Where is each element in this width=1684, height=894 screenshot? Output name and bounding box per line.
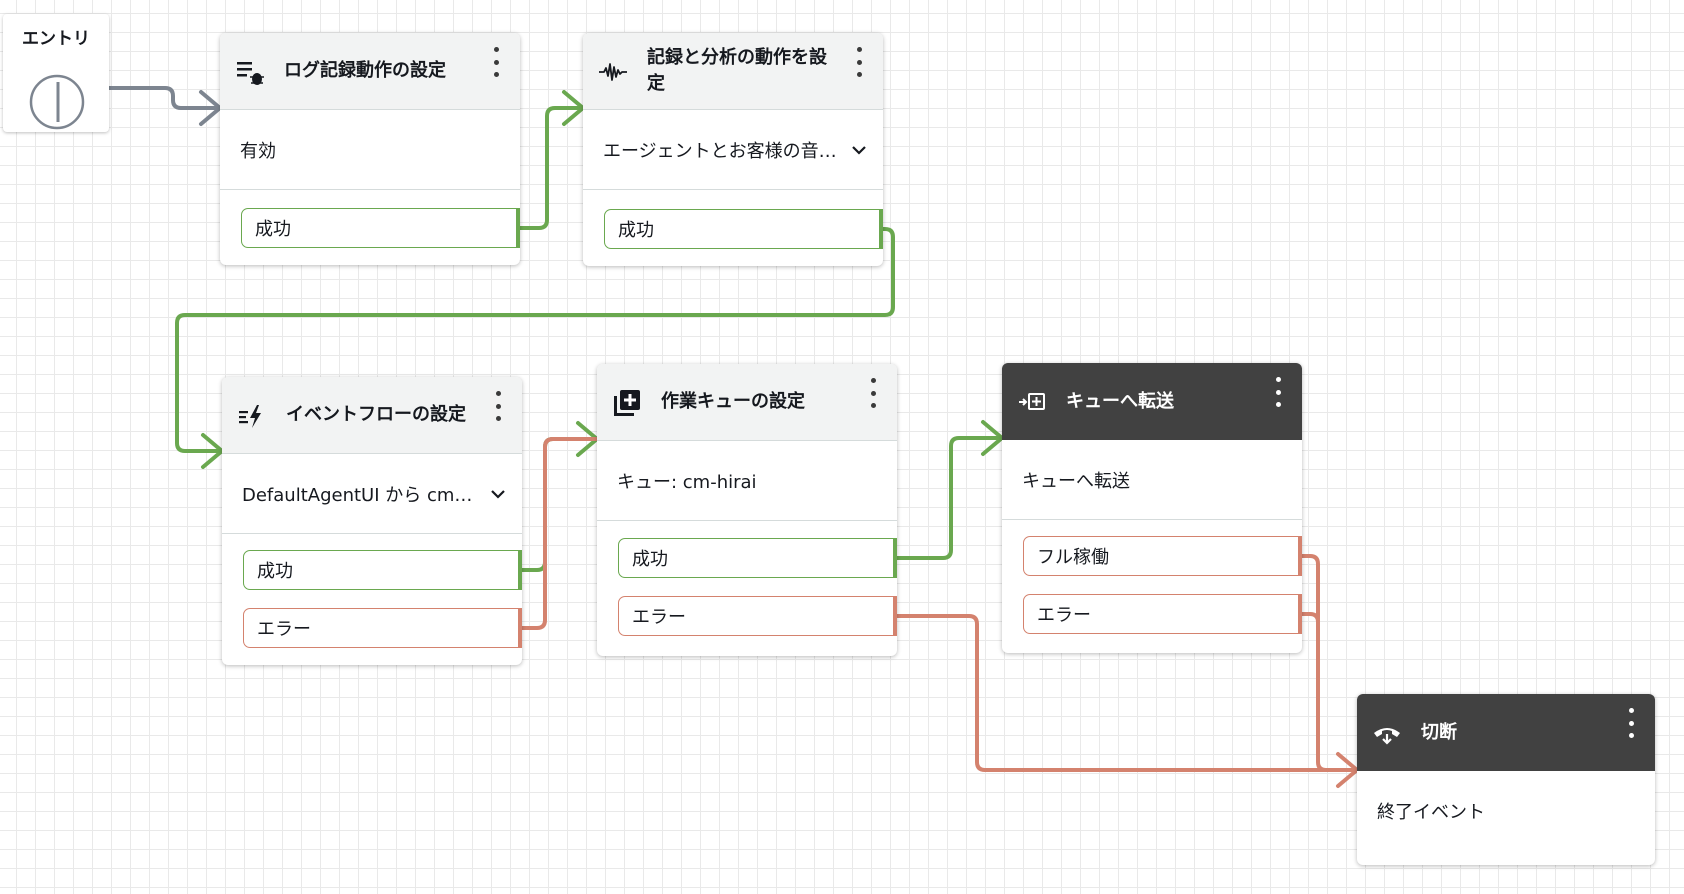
block-body[interactable]: エージェントとお客様の音声録音およびContact Lens分析 — [583, 110, 883, 190]
block-header: キューへ転送 — [1002, 363, 1302, 440]
block-value: キュー: cm-hirai — [617, 471, 757, 493]
chevron-down-icon[interactable] — [851, 145, 867, 155]
branch-success[interactable]: 成功 — [604, 209, 883, 249]
wire-transfer-error — [1302, 612, 1320, 762]
transfer-icon — [1019, 393, 1045, 410]
wire-logging-success — [520, 106, 583, 230]
wire-recording-success — [175, 227, 895, 453]
event-flow-icon — [239, 405, 261, 428]
block-header: 作業キューの設定 — [597, 364, 897, 441]
branch-label: フル稼働 — [1037, 547, 1109, 568]
branch-success[interactable]: 成功 — [243, 550, 522, 590]
wire-eventflow-success — [522, 437, 597, 572]
block-header: ログ記録動作の設定 — [220, 33, 520, 110]
entry-point-icon — [29, 74, 85, 130]
block-value: エージェントとお客様の音声録音およびContact Lens分析 — [603, 140, 837, 162]
block-header: イベントフローの設定 — [222, 377, 522, 454]
block-menu-icon[interactable] — [867, 378, 879, 408]
block-event-flow[interactable]: イベントフローの設定 DefaultAgentUI から cm-hirai 成功… — [222, 377, 522, 665]
block-body: 有効 — [220, 110, 520, 190]
block-body: キュー: cm-hirai — [597, 441, 897, 521]
block-menu-icon[interactable] — [853, 47, 865, 77]
wire-transfer-atcapacity — [1302, 554, 1357, 772]
branch-error[interactable]: エラー — [243, 608, 522, 648]
block-title: 作業キューの設定 — [661, 391, 805, 412]
block-body: キューへ転送 — [1002, 440, 1302, 520]
block-menu-icon[interactable] — [1625, 708, 1637, 738]
block-body: 終了イベント — [1357, 771, 1655, 851]
block-logging-behavior[interactable]: ログ記録動作の設定 有効 成功 — [220, 33, 520, 265]
branch-success[interactable]: 成功 — [618, 538, 897, 578]
block-disconnect[interactable]: 切断 終了イベント — [1357, 694, 1655, 865]
block-value: 有効 — [240, 140, 276, 162]
wire-entry-to-logging — [82, 86, 220, 110]
branch-label: 成功 — [632, 549, 668, 570]
branch-success[interactable]: 成功 — [241, 208, 520, 248]
wire-workingqueue-success — [897, 436, 1002, 560]
block-menu-icon[interactable] — [490, 47, 502, 77]
branch-at-capacity[interactable]: フル稼働 — [1023, 536, 1302, 576]
block-recording-analytics[interactable]: 記録と分析の動作を設定 エージェントとお客様の音声録音およびContact Le… — [583, 33, 883, 266]
block-value: DefaultAgentUI から cm-hirai — [242, 484, 476, 506]
block-menu-icon[interactable] — [492, 391, 504, 421]
branch-error[interactable]: エラー — [1023, 594, 1302, 634]
block-working-queue[interactable]: 作業キューの設定 キュー: cm-hirai 成功 エラー — [597, 364, 897, 656]
block-title: 記録と分析の動作を設定 — [647, 47, 827, 94]
wire-eventflow-error — [522, 437, 597, 630]
branch-label: エラー — [632, 607, 686, 628]
block-transfer-to-queue[interactable]: キューへ転送 キューへ転送 フル稼働 エラー — [1002, 363, 1302, 653]
block-title: ログ記録動作の設定 — [284, 60, 446, 81]
entry-title: エントリ — [22, 29, 90, 49]
block-body[interactable]: DefaultAgentUI から cm-hirai — [222, 454, 522, 534]
block-value: 終了イベント — [1377, 802, 1485, 823]
block-title: キューへ転送 — [1066, 390, 1174, 412]
audio-wave-icon — [599, 63, 627, 81]
branch-label: 成功 — [618, 220, 654, 241]
log-settings-icon — [237, 62, 264, 85]
queue-add-icon — [614, 390, 640, 416]
wire-workingqueue-error — [897, 614, 1357, 772]
chevron-down-icon[interactable] — [490, 489, 506, 499]
branch-error[interactable]: エラー — [618, 596, 897, 636]
hang-up-icon — [1374, 728, 1400, 745]
block-header: 記録と分析の動作を設定 — [583, 33, 883, 110]
block-menu-icon[interactable] — [1272, 377, 1284, 407]
entry-block[interactable]: エントリ — [3, 14, 109, 132]
branch-label: 成功 — [255, 219, 291, 240]
branch-label: エラー — [257, 619, 311, 640]
block-title: 切断 — [1421, 721, 1457, 743]
block-title: イベントフローの設定 — [286, 404, 466, 425]
branch-label: エラー — [1037, 605, 1091, 626]
block-value: キューへ転送 — [1022, 470, 1130, 492]
branch-label: 成功 — [257, 561, 293, 582]
block-header: 切断 — [1357, 694, 1655, 771]
